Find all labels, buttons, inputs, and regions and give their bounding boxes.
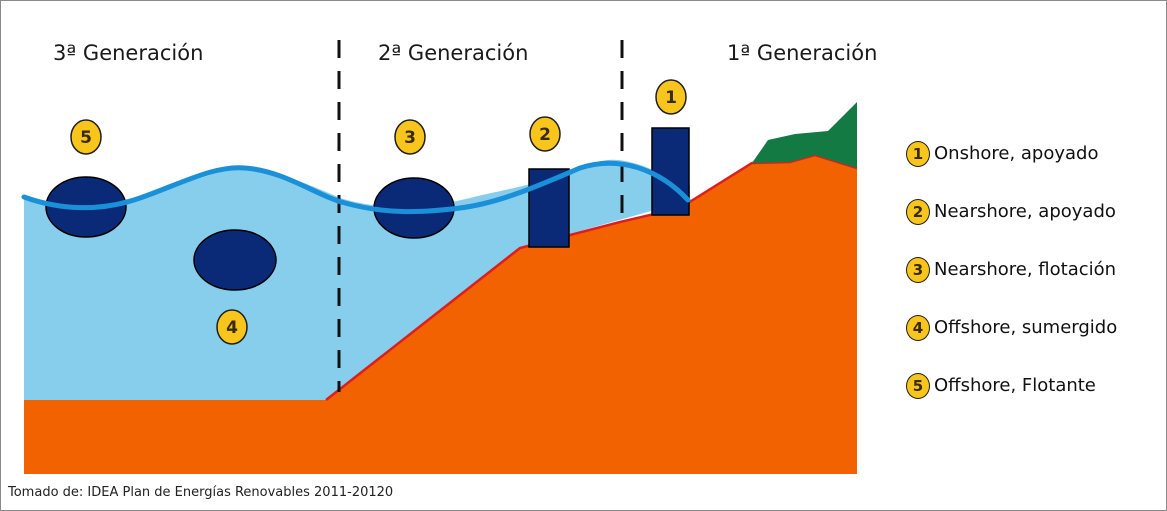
legend-label-3: Nearshore, flotación (934, 259, 1117, 280)
badge-3: 3 (394, 119, 426, 155)
legend: 1 Onshore, apoyado 2 Nearshore, apoyado … (906, 140, 1166, 430)
legend-label-1: Onshore, apoyado (934, 143, 1099, 164)
svg-text:4: 4 (226, 318, 238, 338)
badge-5: 5 (70, 119, 102, 155)
legend-label-4: Offshore, sumergido (934, 317, 1118, 338)
wave-line (21, 160, 691, 215)
badge-1: 1 (655, 79, 687, 115)
legend-item-1: 1 Onshore, apoyado (906, 140, 1166, 167)
generation-label-second: 2ª Generación (378, 41, 528, 65)
legend-item-4: 4 Offshore, sumergido (906, 314, 1166, 341)
grass-cliff (752, 102, 857, 168)
legend-label-5: Offshore, Flotante (934, 375, 1096, 396)
legend-badge-5: 5 (906, 372, 930, 399)
source-caption: Tomado de: IDEA Plan de Energías Renovab… (8, 485, 394, 500)
svg-text:5: 5 (80, 128, 92, 148)
legend-item-5: 5 Offshore, Flotante (906, 372, 1166, 399)
seabed-land (24, 155, 857, 474)
legend-badge-3: 3 (906, 256, 930, 283)
svg-text:1: 1 (665, 88, 677, 108)
legend-badge-1: 1 (906, 140, 930, 167)
legend-badge-2: 2 (906, 198, 930, 225)
device-offshore-submerged (193, 229, 277, 291)
svg-text:2: 2 (539, 125, 551, 145)
legend-label-2: Nearshore, apoyado (934, 201, 1116, 222)
legend-item-3: 3 Nearshore, flotación (906, 256, 1166, 283)
badge-2: 2 (529, 116, 561, 152)
generation-label-first: 1ª Generación (727, 41, 877, 65)
legend-item-2: 2 Nearshore, apoyado (906, 198, 1166, 225)
badge-4: 4 (216, 309, 248, 345)
legend-badge-4: 4 (906, 314, 930, 341)
water-area (24, 159, 690, 400)
generation-label-third: 3ª Generación (53, 41, 203, 65)
svg-text:3: 3 (404, 128, 416, 148)
device-onshore-tower (651, 127, 690, 216)
